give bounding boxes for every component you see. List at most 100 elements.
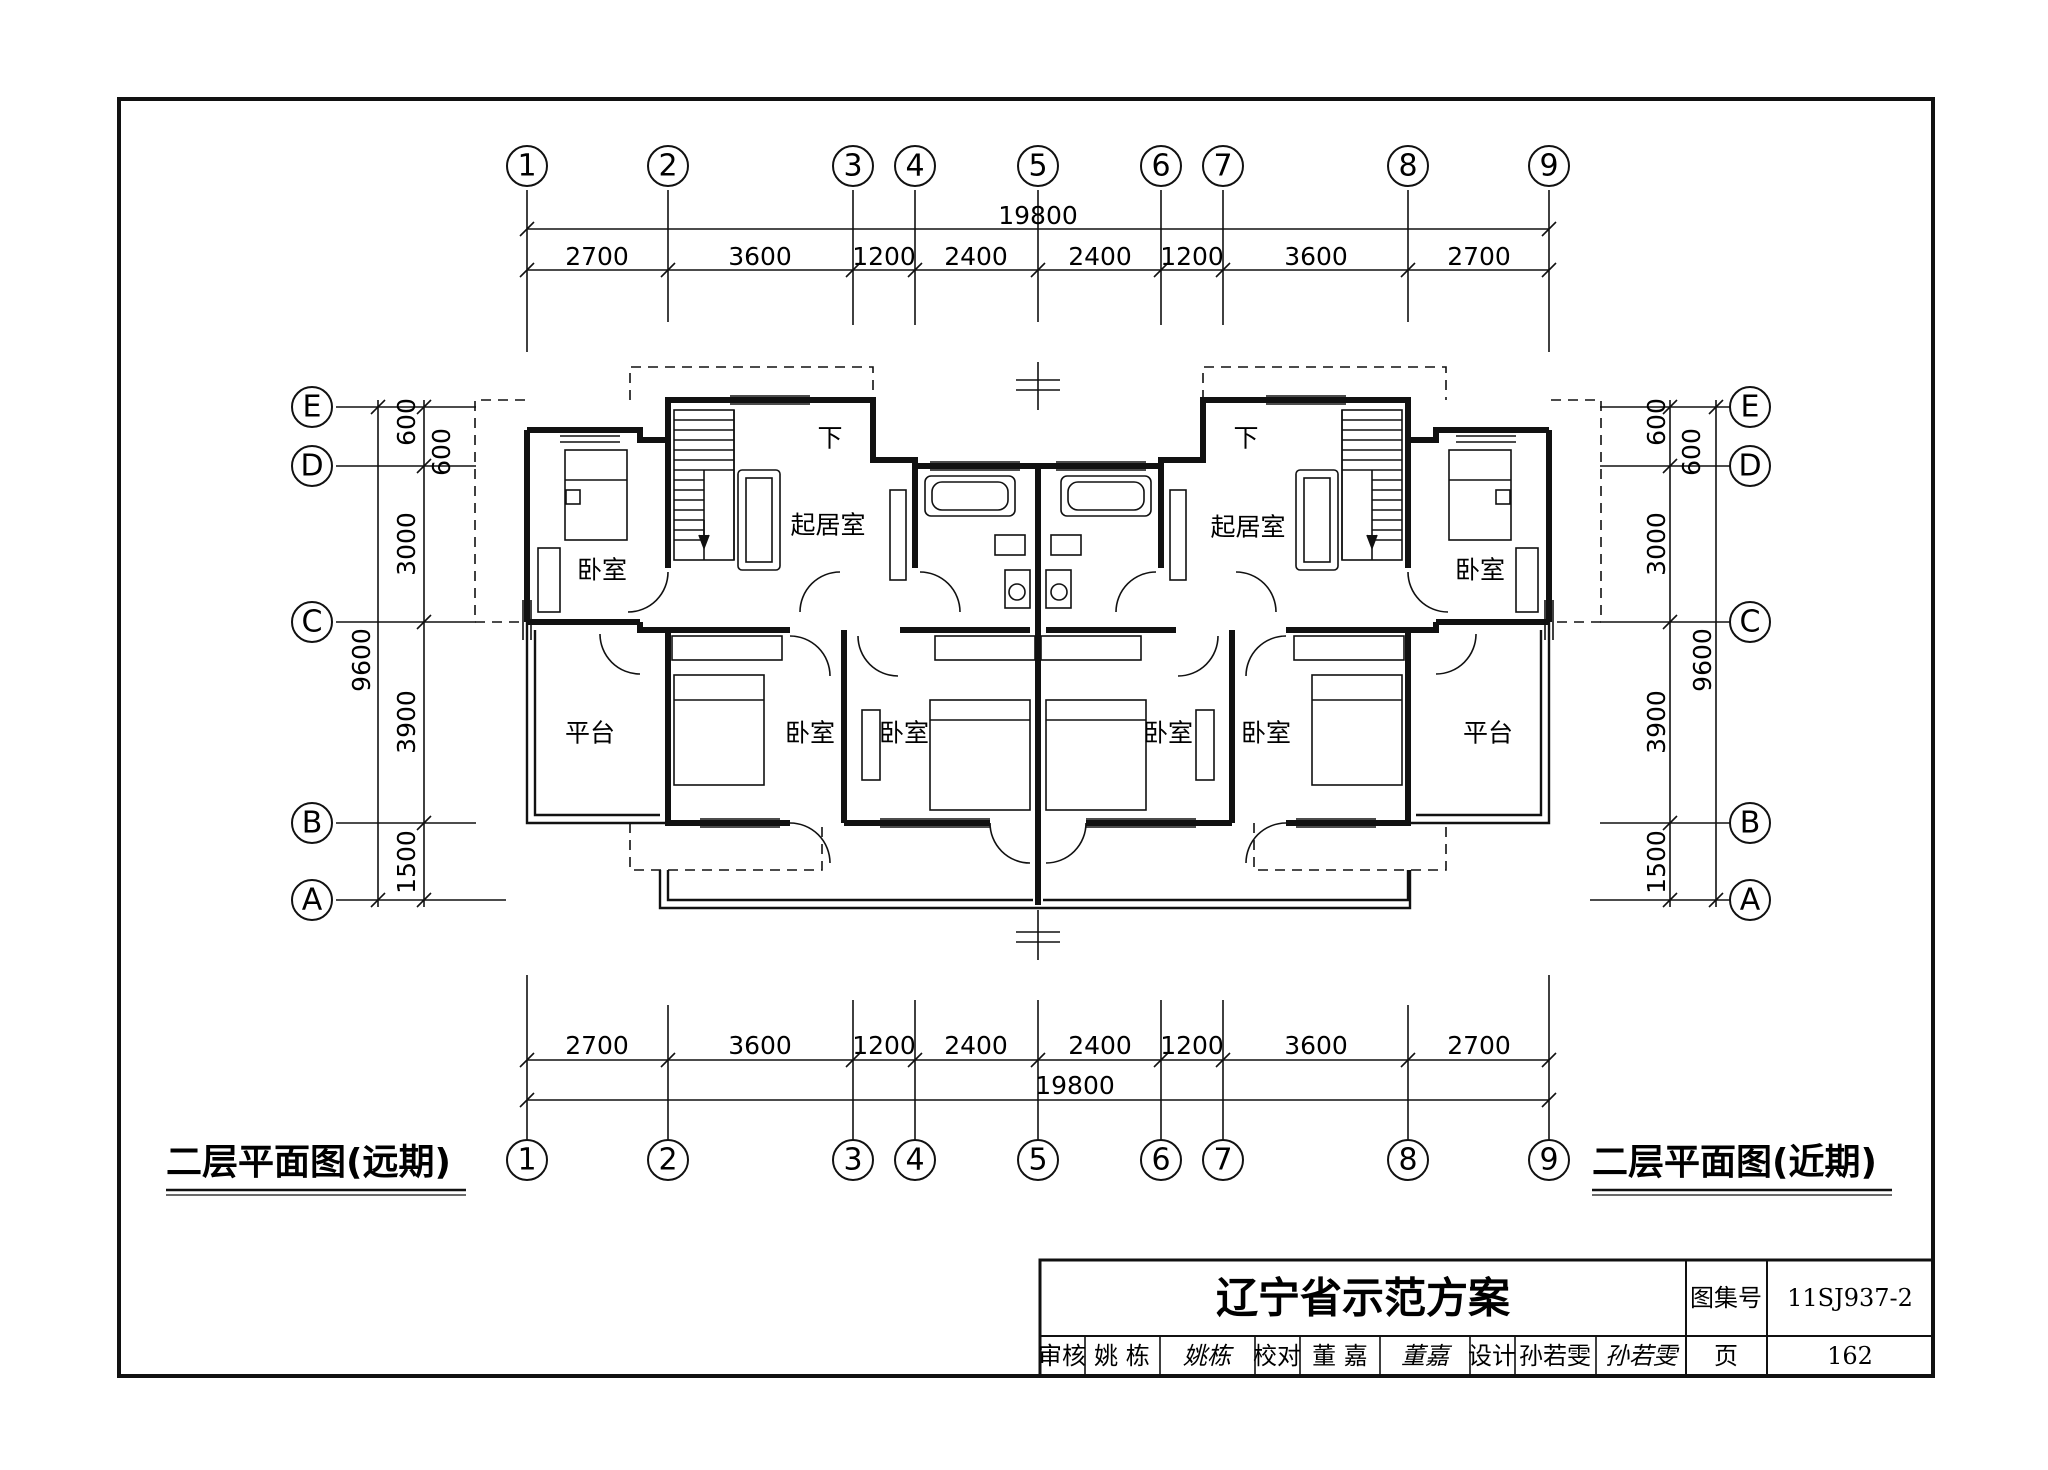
axis-bottom-7: 7 (1213, 1143, 1232, 1178)
dim-left-seg-5: 1500 (392, 830, 421, 894)
terrace-outlines (525, 622, 1551, 910)
axis-left-B: B (302, 806, 323, 841)
room-terrace-left: 平台 (565, 719, 615, 748)
dim-left-seg-3: 3000 (392, 512, 421, 576)
design-signature: 孙若雯 (1605, 1342, 1680, 1370)
dim-bottom-seg-6: 1200 (1160, 1031, 1224, 1060)
dim-top-seg-6: 1200 (1160, 242, 1224, 271)
stair-down-label-left: 下 (817, 424, 842, 453)
break-marks (1016, 362, 1060, 960)
dim-right-seg-5: 1500 (1642, 830, 1671, 894)
check-name: 董 嘉 (1312, 1342, 1368, 1370)
stair-right (1341, 409, 1403, 561)
axis-top-4: 4 (905, 149, 924, 184)
room-living-left: 起居室 (790, 511, 865, 540)
review-label: 审核 (1038, 1342, 1086, 1370)
atlas-label: 图集号 (1690, 1284, 1762, 1312)
axis-top-1: 1 (517, 149, 536, 184)
dim-bottom-seg-1: 2700 (565, 1031, 629, 1060)
axis-left-E: E (303, 390, 322, 425)
room-bedroom-left-2: 卧室 (879, 719, 929, 748)
axis-bottom-2: 2 (658, 1143, 677, 1178)
axis-top-2: 2 (658, 149, 677, 184)
title-block (1038, 1258, 1935, 1378)
axis-left-C: C (302, 605, 323, 640)
dim-bottom-total: 19800 (1035, 1071, 1115, 1100)
review-signature: 姚栋 (1183, 1342, 1234, 1370)
stair-down-label-right: 下 (1233, 424, 1258, 453)
dim-bottom-seg-7: 3600 (1284, 1031, 1348, 1060)
dim-bottom-seg-8: 2700 (1447, 1031, 1511, 1060)
axis-top-7: 7 (1213, 149, 1232, 184)
room-terrace-right: 平台 (1463, 719, 1513, 748)
dim-right-seg-2: 600 (1677, 428, 1706, 476)
axis-top-5: 5 (1028, 149, 1047, 184)
dim-bottom-seg-5: 2400 (1068, 1031, 1132, 1060)
dim-right-total: 9600 (1688, 628, 1717, 692)
right-dimension-lines (1590, 399, 1740, 908)
dim-right-seg-1: 600 (1642, 398, 1671, 446)
bottom-axis-bubbles: 1 2 3 4 5 6 7 8 9 (506, 1139, 1570, 1181)
dim-left-seg-2: 600 (427, 428, 456, 476)
dim-bottom-seg-2: 3600 (728, 1031, 792, 1060)
axis-bottom-1: 1 (517, 1143, 536, 1178)
axis-right-D: D (1738, 449, 1761, 484)
bottom-dimension-lines (519, 975, 1557, 1140)
dim-left-seg-1: 600 (392, 398, 421, 446)
dim-top-seg-1: 2700 (565, 242, 629, 271)
axis-bottom-3: 3 (843, 1143, 862, 1178)
room-bedroom-small-left: 卧室 (577, 556, 627, 585)
future-outline-dashed (474, 366, 1602, 871)
axis-top-3: 3 (843, 149, 862, 184)
room-bedroom-right-1: 卧室 (1241, 719, 1291, 748)
stair-left (673, 409, 735, 561)
axis-top-9: 9 (1539, 149, 1558, 184)
drawing-frame (117, 97, 1935, 1378)
title-block-title: 辽宁省示范方案 (1216, 1274, 1511, 1323)
design-name: 孙若雯 (1519, 1342, 1591, 1370)
door-swings (599, 571, 1477, 864)
axis-bottom-4: 4 (905, 1143, 924, 1178)
axis-right-A: A (1740, 883, 1761, 918)
axis-bottom-6: 6 (1151, 1143, 1170, 1178)
dim-top-total: 19800 (998, 201, 1078, 230)
caption-far-term: 二层平面图(远期) (166, 1142, 451, 1183)
exterior-walls (524, 397, 1552, 905)
top-axis-bubbles: 1 2 3 4 5 6 7 8 9 (506, 145, 1570, 187)
room-bedroom-left-1: 卧室 (785, 719, 835, 748)
review-name: 姚 栋 (1094, 1342, 1150, 1370)
check-label: 校对 (1253, 1342, 1301, 1370)
left-dimension-lines (336, 399, 506, 908)
axis-bottom-9: 9 (1539, 1143, 1558, 1178)
page-label: 页 (1714, 1342, 1738, 1370)
room-bedroom-right-2: 卧室 (1143, 719, 1193, 748)
left-axis-bubbles: E D C B A (291, 386, 333, 921)
dim-top-seg-7: 3600 (1284, 242, 1348, 271)
axis-left-A: A (302, 883, 323, 918)
axis-bottom-8: 8 (1398, 1143, 1417, 1178)
top-dimension-lines (519, 190, 1557, 352)
dim-top-seg-3: 1200 (852, 242, 916, 271)
atlas-number: 11SJ937-2 (1787, 1284, 1913, 1312)
check-signature: 董嘉 (1401, 1342, 1453, 1370)
axis-top-6: 6 (1151, 149, 1170, 184)
dim-left-total: 9600 (347, 628, 376, 692)
room-bedroom-small-right: 卧室 (1455, 556, 1505, 585)
dim-bottom-seg-3: 1200 (852, 1031, 916, 1060)
dim-top-seg-4: 2400 (944, 242, 1008, 271)
caption-near-term: 二层平面图(近期) (1592, 1142, 1877, 1183)
design-label: 设计 (1468, 1342, 1516, 1370)
right-axis-bubbles: E D C B A (1729, 386, 1771, 921)
dim-top-seg-8: 2700 (1447, 242, 1511, 271)
page-number: 162 (1827, 1342, 1873, 1370)
windows (522, 395, 1554, 828)
dim-right-seg-4: 3900 (1642, 690, 1671, 754)
axis-right-B: B (1740, 806, 1761, 841)
dim-left-seg-4: 3900 (392, 690, 421, 754)
axis-left-D: D (300, 449, 323, 484)
axis-right-C: C (1740, 605, 1761, 640)
dim-bottom-seg-4: 2400 (944, 1031, 1008, 1060)
axis-right-E: E (1741, 390, 1760, 425)
dim-right-seg-3: 3000 (1642, 512, 1671, 576)
